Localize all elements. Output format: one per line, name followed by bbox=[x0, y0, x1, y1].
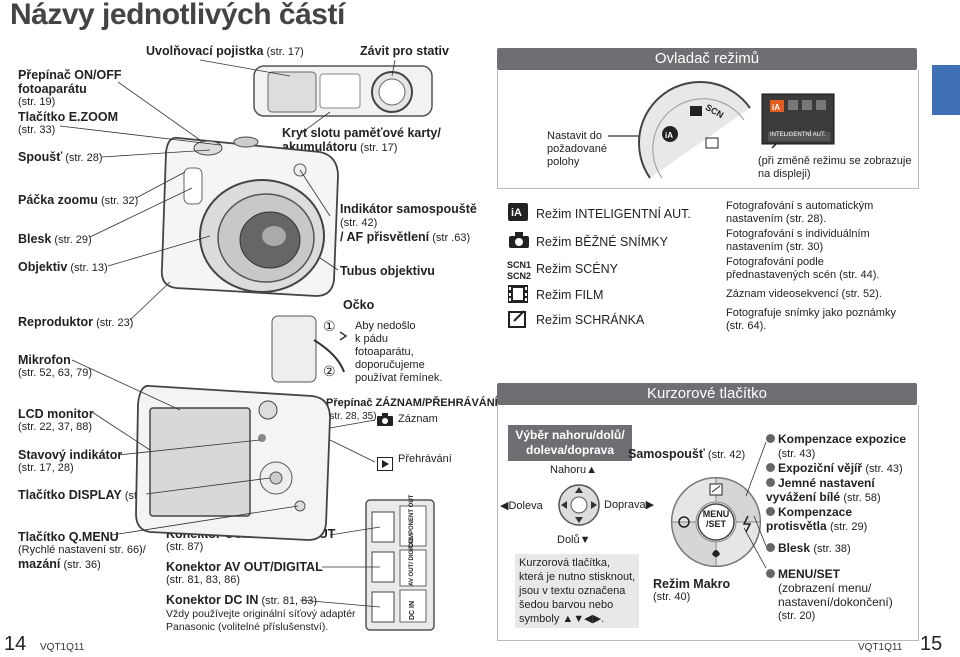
mode-clipboard-icon bbox=[508, 310, 528, 333]
leader-lines bbox=[59, 59, 396, 608]
strap-text: Aby nedošlo k pádu fotoaparátu, doporuču… bbox=[355, 320, 443, 384]
cursor-menuset-label: MENU/SET (zobrazení menu/ nastavení/doko… bbox=[766, 567, 893, 623]
mode-film-desc: Záznam videosekvencí (str. 52). bbox=[726, 288, 882, 300]
label-status: Stavový indikátor(str. 17, 28) bbox=[18, 448, 123, 474]
doc-code-left: VQT1Q11 bbox=[40, 642, 85, 653]
cursor-flash-label: Blesk (str. 38) bbox=[766, 541, 851, 555]
label-selftimer: Indikátor samospouště (str. 42) / AF při… bbox=[340, 202, 477, 244]
mode-normal-icon bbox=[509, 232, 529, 253]
svg-text:iA: iA bbox=[665, 131, 673, 140]
cursor-box bbox=[497, 405, 919, 641]
port-label-avout: AV OUT/ DIGITAL bbox=[409, 536, 415, 586]
cursor-right-list: Kompenzace expozice (str. 43) Expoziční … bbox=[766, 432, 907, 533]
camera-bottom-view bbox=[253, 65, 433, 117]
cursor-dial[interactable] bbox=[668, 474, 764, 570]
label-avout: Konektor AV OUT/DIGITAL(str. 81, 83, 86) bbox=[166, 560, 323, 586]
mode-iA-icon: iA bbox=[508, 203, 528, 226]
bullet-icon bbox=[766, 434, 775, 443]
mode-film-name: Režim FILM bbox=[536, 288, 604, 302]
cursor-up-label: Nahoru▲ bbox=[550, 464, 597, 476]
mode-clipboard-name: Režim SCHRÁNKA bbox=[536, 313, 645, 327]
label-lcd: LCD monitor(str. 22, 37, 88) bbox=[18, 407, 94, 433]
strap-num-1: ① bbox=[323, 318, 336, 334]
mode-dial-note: (při změně režimu se zobrazuje na disple… bbox=[758, 155, 912, 180]
cursor-callout-lines bbox=[743, 441, 767, 569]
page-number-left: 14 bbox=[4, 633, 27, 655]
section-tab bbox=[932, 65, 960, 115]
bullet-icon bbox=[766, 507, 775, 516]
strap-detail bbox=[271, 315, 348, 383]
mode-scene-name: Režim SCÉNY bbox=[536, 262, 618, 276]
bullet-icon bbox=[766, 478, 775, 487]
label-slot: Kryt slotu paměťové karty/ akumulátoru (… bbox=[282, 126, 441, 154]
label-shutter: Spoušť (str. 28) bbox=[18, 150, 103, 164]
mode-dial-box bbox=[497, 70, 919, 189]
doc-code-right: VQT1Q11 bbox=[858, 642, 903, 653]
mode-clipboard-desc: Fotografuje snímky jako poznámky(str. 64… bbox=[726, 307, 896, 332]
svg-text:SCN2: SCN2 bbox=[507, 271, 531, 281]
label-flash: Blesk (str. 29) bbox=[18, 232, 92, 246]
label-barrel: Tubus objektivu bbox=[340, 264, 435, 278]
cursor-right-label: Doprava▶ bbox=[604, 499, 655, 511]
cursor-down-label: Dolů▼ bbox=[557, 534, 591, 546]
connector-panel bbox=[365, 499, 435, 631]
label-lens: Objektiv (str. 13) bbox=[18, 260, 108, 274]
mode-iA-name: Režim INTELIGENTNÍ AUT. bbox=[536, 207, 691, 221]
port-label-dcin: DC IN bbox=[409, 600, 416, 620]
label-mic: Mikrofon(str. 52, 63, 79) bbox=[18, 353, 92, 379]
label-qmenu: Tlačítko Q.MENU (Rychlé nastavení str. 6… bbox=[18, 530, 146, 571]
bullet-icon bbox=[766, 543, 775, 552]
page-number-right: 15 bbox=[920, 633, 943, 655]
mode-dial-header: Ovladač režimů bbox=[497, 48, 917, 70]
label-power: Přepínač ON/OFF fotoaparátu (str. 19) bbox=[18, 68, 122, 108]
mode-normal-name: Režim BĚŽNÉ SNÍMKY bbox=[536, 235, 668, 249]
cursor-select-box: Výběr nahoru/dolů/doleva/doprava bbox=[508, 425, 632, 461]
label-tripod: Závit pro stativ bbox=[360, 44, 449, 58]
camera-front-view bbox=[160, 136, 339, 297]
label-dcin: Konektor DC IN (str. 81, 83) Vždy použív… bbox=[166, 593, 356, 633]
svg-text:iA: iA bbox=[511, 207, 522, 219]
label-ezoom: Tlačítko E.ZOOM(str. 33) bbox=[18, 110, 119, 136]
svg-text:iA: iA bbox=[772, 103, 780, 112]
label-zoom: Páčka zoomu (str. 32) bbox=[18, 193, 139, 207]
label-play: Přehrávání bbox=[398, 453, 452, 465]
menu-set-button[interactable]: MENU/SET bbox=[702, 509, 730, 529]
cursor-macro-label: Režim Makro(str. 40) bbox=[653, 577, 731, 603]
camera-mode-icon bbox=[377, 413, 393, 431]
cursor-note: Kurzorová tlačítka, která je nutno stisk… bbox=[515, 554, 640, 628]
strap-num-2: ② bbox=[323, 363, 336, 379]
camera-illustrations bbox=[59, 59, 435, 631]
label-rec-switch: Přepínač ZÁZNAM/PŘEHRÁVÁNÍ (str. 28, 35) bbox=[326, 397, 498, 422]
bullet-icon bbox=[766, 569, 775, 578]
cursor-left-label: ◀Doleva bbox=[500, 500, 543, 512]
label-release: Uvolňovací pojistka (str. 17) bbox=[146, 44, 304, 58]
mode-dial-graphic: iA SCN iA bbox=[608, 80, 835, 179]
dial-screen-text: INTELIGENTNÍ AUT. bbox=[770, 132, 826, 138]
svg-text:SCN1: SCN1 bbox=[507, 260, 531, 270]
play-mode-icon bbox=[377, 457, 393, 476]
mode-film-icon bbox=[508, 285, 528, 308]
label-rec: Záznam bbox=[398, 413, 438, 425]
cursor-pad-small bbox=[558, 484, 600, 526]
label-speaker: Reproduktor (str. 23) bbox=[18, 315, 134, 329]
cursor-header: Kurzorové tlačítko bbox=[497, 383, 917, 405]
camera-back-view bbox=[135, 384, 331, 541]
bullet-icon bbox=[766, 463, 775, 472]
page-title: Názvy jednotlivých částí bbox=[10, 0, 345, 31]
cursor-selftimer-label: Samospoušť (str. 42) bbox=[628, 447, 746, 461]
label-strap: Očko bbox=[343, 298, 375, 312]
mode-dial-instruction: Nastavit do požadované polohy bbox=[547, 130, 607, 168]
